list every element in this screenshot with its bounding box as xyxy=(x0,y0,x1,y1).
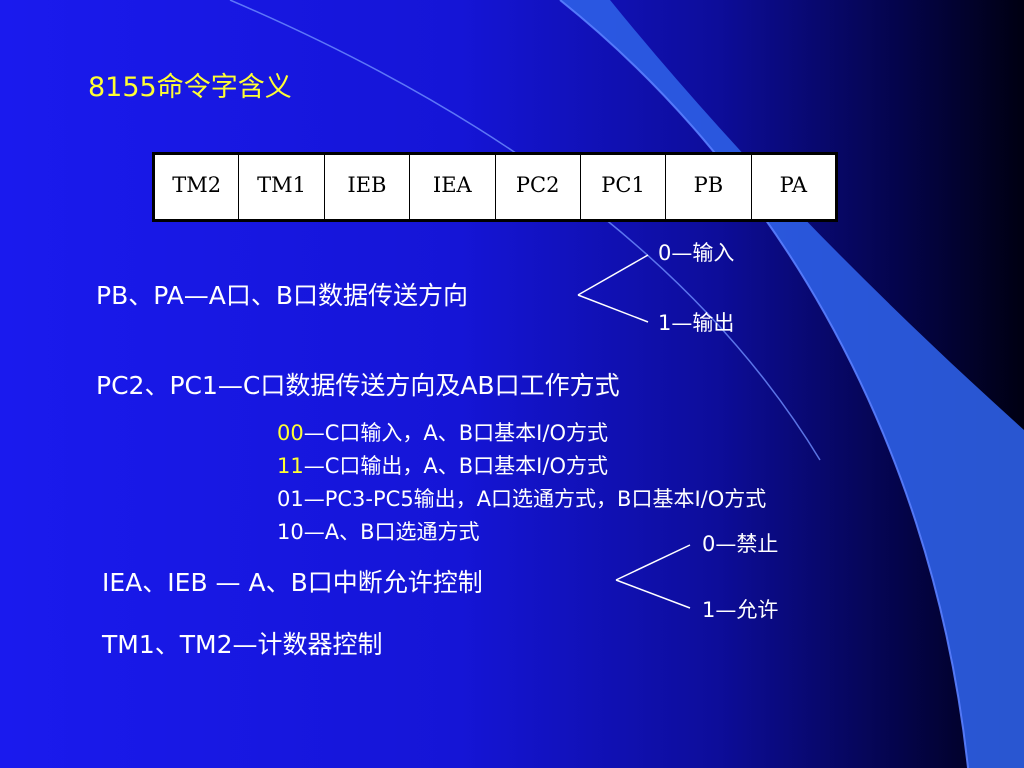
bit-cell: TM2 xyxy=(152,153,240,221)
interrupt-option-0: 0—禁止 xyxy=(702,532,779,556)
interrupt-option-1: 1—允许 xyxy=(702,598,779,622)
bit-cell: TM1 xyxy=(238,153,325,221)
bit-cell: IEA xyxy=(409,153,496,221)
pc-mode-line: 11—C口输出，A、B口基本I/O方式 xyxy=(277,456,608,477)
slide-title: 8155命令字含义 xyxy=(88,72,292,103)
mode-code: 11 xyxy=(277,454,304,478)
timer-description: TM1、TM2—计数器控制 xyxy=(102,630,383,659)
bit-cell: PA xyxy=(750,153,838,221)
pc-mode-line: 01—PC3-PC5输出，A口选通方式，B口基本I/O方式 xyxy=(277,489,766,510)
pc-mode-line: 10—A、B口选通方式 xyxy=(277,522,480,543)
pbpa-option-0: 0—输入 xyxy=(658,241,735,265)
bit-cell: PC2 xyxy=(494,153,581,221)
mode-desc: —PC3-PC5输出，A口选通方式，B口基本I/O方式 xyxy=(303,487,767,511)
bit-cell: IEB xyxy=(323,153,411,221)
mode-code: 10 xyxy=(277,520,304,544)
pbpa-description: PB、PA—A口、B口数据传送方向 xyxy=(96,281,469,310)
pc-mode-line: 00—C口输入，A、B口基本I/O方式 xyxy=(277,423,608,444)
pbpa-option-1: 1—输出 xyxy=(658,311,735,335)
command-word-register: TM2 TM1 IEB IEA PC2 PC1 PB PA xyxy=(152,152,838,222)
interrupt-description: IEA、IEB — A、B口中断允许控制 xyxy=(102,568,483,597)
mode-desc: —C口输出，A、B口基本I/O方式 xyxy=(303,454,608,478)
pc-description: PC2、PC1—C口数据传送方向及AB口工作方式 xyxy=(96,371,620,400)
bit-cell: PC1 xyxy=(579,153,667,221)
mode-code: 00 xyxy=(277,421,304,445)
bit-cell: PB xyxy=(665,153,752,221)
mode-desc: —A、B口选通方式 xyxy=(303,520,480,544)
mode-code: 01 xyxy=(277,487,304,511)
mode-desc: —C口输入，A、B口基本I/O方式 xyxy=(303,421,608,445)
